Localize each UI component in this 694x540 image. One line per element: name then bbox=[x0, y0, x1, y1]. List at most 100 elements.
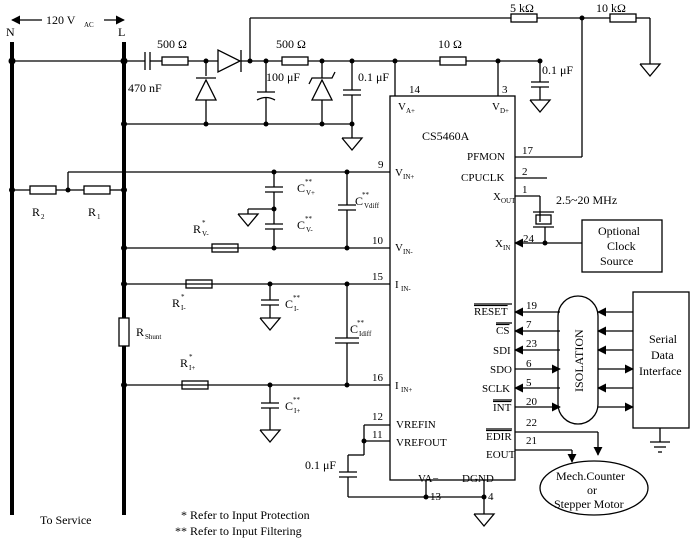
cim-sub: I- bbox=[294, 305, 299, 313]
r2-label: R bbox=[32, 205, 40, 219]
resistor-10-ohm bbox=[439, 56, 467, 66]
pin-1-num: 1 bbox=[522, 184, 528, 196]
cidiff-star: ** bbox=[357, 319, 365, 327]
cip-star: ** bbox=[293, 396, 301, 404]
crystal-label: 2.5~20 MHz bbox=[556, 193, 617, 207]
pin-4-name: DGND bbox=[462, 473, 494, 485]
resistor-500-a bbox=[161, 56, 189, 66]
cim-star: ** bbox=[293, 294, 301, 302]
cip-label: C bbox=[285, 399, 293, 413]
pin-15-name: I bbox=[395, 279, 399, 291]
diode-shunt bbox=[194, 61, 218, 124]
ri1-star: * bbox=[181, 293, 185, 301]
serial-line-2: Data bbox=[651, 348, 674, 362]
r500a-label: 500 Ω bbox=[157, 37, 187, 51]
pin-15-sub: IN- bbox=[401, 285, 411, 293]
pin-11-name: VREFOUT bbox=[396, 437, 447, 449]
resistor-r1 bbox=[83, 185, 111, 195]
r5k-label: 5 kΩ bbox=[510, 1, 534, 15]
line-label: L bbox=[118, 25, 125, 39]
resistor-ri-minus bbox=[185, 279, 213, 289]
c470-label: 470 nF bbox=[128, 81, 162, 95]
to-service-label: To Service bbox=[40, 513, 91, 527]
clock-line-1: Optional bbox=[598, 224, 641, 238]
isolation-label: ISOLATION bbox=[572, 329, 586, 392]
cim-label: C bbox=[285, 297, 293, 311]
capacitor-ci-diff bbox=[335, 284, 359, 385]
zener-diode bbox=[308, 61, 336, 124]
pin-14-sub: A+ bbox=[406, 107, 415, 115]
pin-10-num: 10 bbox=[372, 235, 384, 247]
resistor-10k bbox=[609, 13, 637, 23]
r500b-label: 500 Ω bbox=[276, 37, 306, 51]
resistor-5k bbox=[510, 13, 538, 23]
pin-3-sub: D+ bbox=[500, 107, 509, 115]
cip-sub: I+ bbox=[294, 407, 300, 415]
pin-14-num: 14 bbox=[409, 84, 421, 96]
pin-23-name: SDI bbox=[493, 345, 511, 357]
rshunt-label: R bbox=[136, 325, 144, 339]
pin-10-name: V bbox=[395, 242, 403, 254]
pin-20-num: 20 bbox=[526, 396, 538, 408]
motor-line-2: or bbox=[587, 483, 597, 497]
resistor-shunt bbox=[118, 317, 130, 347]
rv-sub: V- bbox=[202, 230, 209, 238]
pin-16-name: I bbox=[395, 380, 399, 392]
neutral-label: N bbox=[6, 25, 15, 39]
serial-interface-block bbox=[632, 291, 690, 429]
pin-3-num: 3 bbox=[502, 84, 508, 96]
cvm-label: C bbox=[297, 218, 305, 232]
capacitor-0.1-c bbox=[339, 471, 426, 498]
cvm-sub: V- bbox=[306, 226, 313, 234]
resistor-r2 bbox=[29, 185, 57, 195]
motor-line-1: Mech.Counter bbox=[556, 469, 625, 483]
pin-9-num: 9 bbox=[378, 159, 384, 171]
pin-2-num: 2 bbox=[522, 166, 528, 178]
motor-line-3: Stepper Motor bbox=[554, 497, 624, 511]
serial-line-3: Interface bbox=[639, 364, 682, 378]
ri2-label: R bbox=[180, 356, 188, 370]
pin-14-name: V bbox=[398, 101, 406, 113]
capacitor-100uf bbox=[256, 61, 276, 124]
cvdiff-star: ** bbox=[362, 191, 370, 199]
pin-16-sub: IN+ bbox=[401, 386, 412, 394]
serial-line-1: Serial bbox=[649, 332, 678, 346]
r10-label: 10 Ω bbox=[438, 37, 462, 51]
capacitor-470nf bbox=[144, 52, 151, 70]
ground-symbol bbox=[237, 213, 260, 228]
supply-voltage-sub: AC bbox=[84, 21, 94, 29]
clock-line-3: Source bbox=[600, 254, 633, 268]
capacitor-cv-diff bbox=[338, 172, 356, 248]
capacitor-cv-plus bbox=[265, 172, 283, 209]
pin-22-name: EDIR bbox=[486, 431, 512, 443]
note-input-protection: * Refer to Input Protection bbox=[181, 508, 310, 522]
pin-15-num: 15 bbox=[372, 271, 384, 283]
pin-10-sub: IN- bbox=[403, 248, 413, 256]
serial-pins: RESET 19 CS 7 SDI 23 SDO 6 SCLK 5 INT 20… bbox=[474, 300, 538, 461]
pin-24-name: X bbox=[495, 238, 503, 250]
chip-name: CS5460A bbox=[422, 129, 470, 143]
pin-4-num: 4 bbox=[488, 491, 494, 503]
motor-block bbox=[539, 460, 649, 516]
resistor-ri-plus bbox=[181, 380, 209, 390]
isolation-block bbox=[557, 295, 599, 425]
pin-19-num: 19 bbox=[526, 300, 538, 312]
cvp-label: C bbox=[297, 181, 305, 195]
cvdiff-sub: Vdiff bbox=[364, 202, 380, 210]
pin-22-num: 22 bbox=[526, 417, 537, 429]
rv-star: * bbox=[202, 219, 206, 227]
capacitor-0.1-a bbox=[343, 61, 361, 124]
pin-17-name: PFMON bbox=[467, 151, 505, 163]
capacitor-ci-minus bbox=[259, 284, 282, 332]
diode-series bbox=[217, 48, 242, 74]
pin-21-num: 21 bbox=[526, 435, 537, 447]
pin-5-num: 5 bbox=[526, 377, 532, 389]
right-pins: PFMON 17 CPUCLK 2 X OUT 1 X IN 24 bbox=[461, 145, 547, 252]
r10k-label: 10 kΩ bbox=[596, 1, 626, 15]
resistor-rv-minus bbox=[211, 243, 239, 253]
c01c-label: 0.1 μF bbox=[305, 458, 336, 472]
pin-6-name: SDO bbox=[490, 364, 512, 376]
pin-1-sub: OUT bbox=[501, 197, 516, 205]
